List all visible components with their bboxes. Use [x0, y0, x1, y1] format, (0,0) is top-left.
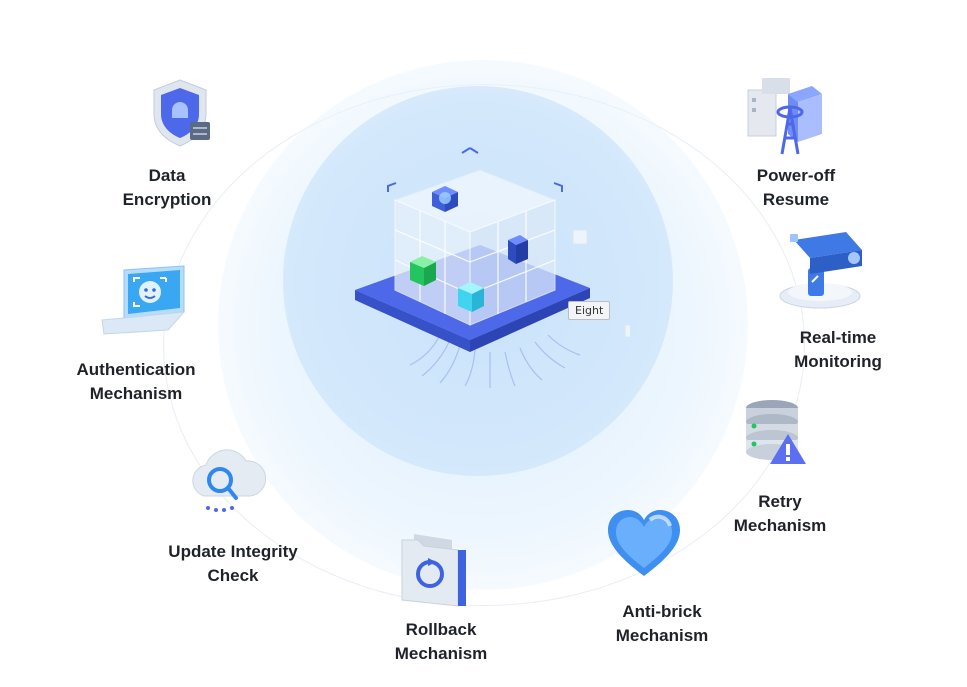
power-off-resume-label: Power-off Resume — [736, 164, 856, 212]
label-line: Authentication — [76, 360, 196, 379]
label-line: Encryption — [122, 190, 212, 209]
server-warning-icon — [746, 400, 806, 464]
label-line: Real-time — [799, 328, 877, 347]
label-line: Data — [148, 166, 186, 185]
label-line: Anti-brick — [622, 602, 702, 621]
label-line: Rollback — [405, 620, 477, 639]
cloud-search-icon — [192, 449, 266, 512]
label-line: Monitoring — [794, 352, 882, 371]
label-line: Update Integrity — [168, 542, 298, 561]
label-line: Power-off — [756, 166, 836, 185]
heart-icon — [608, 510, 680, 576]
data-encryption-label: Data Encryption — [112, 164, 222, 212]
real-time-monitoring-label: Real-time Monitoring — [780, 326, 896, 374]
rollback-mechanism-label: Rollback Mechanism — [383, 618, 499, 666]
anti-brick-mechanism-label: Anti-brick Mechanism — [604, 600, 720, 648]
label-line: Mechanism — [615, 626, 709, 645]
authentication-mechanism-label: Authentication Mechanism — [64, 358, 208, 406]
chip-cube-illustration — [355, 147, 630, 388]
shield-icon — [153, 79, 210, 147]
update-integrity-check-label: Update Integrity Check — [154, 540, 312, 588]
folder-rollback-icon — [401, 534, 466, 607]
label-line: Mechanism — [89, 384, 183, 403]
hover-tooltip: Eight — [568, 301, 611, 320]
label-line: Resume — [762, 190, 830, 209]
laptop-face-id-icon — [101, 265, 186, 335]
label-line: Mechanism — [733, 516, 827, 535]
label-line: Mechanism — [394, 644, 488, 663]
transmission-tower-icon — [747, 78, 822, 155]
retry-mechanism-label: Retry Mechanism — [722, 490, 838, 538]
label-line: Check — [207, 566, 259, 585]
label-line: Retry — [758, 492, 802, 511]
surveillance-camera-icon — [779, 232, 862, 309]
